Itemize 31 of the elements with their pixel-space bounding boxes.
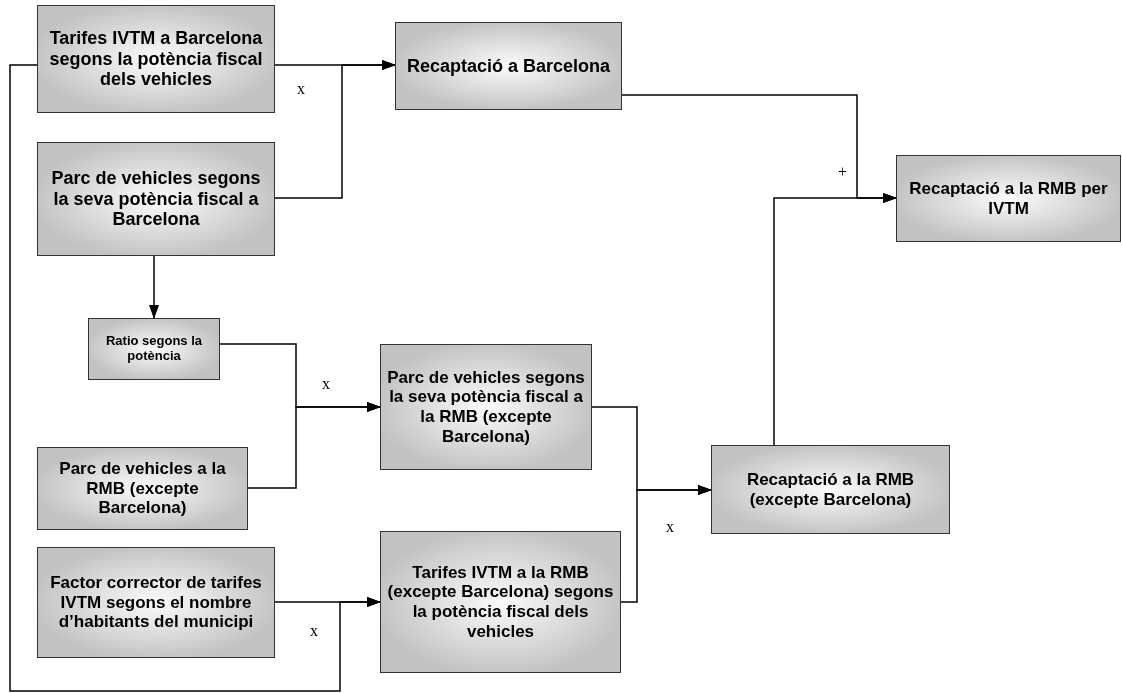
box-text: Ratio segons la potència (104, 334, 204, 364)
box-text: Parc de vehicles segons la seva potència fiscal a la RMB (excepte Barcelona) (386, 367, 586, 447)
box-text: Recaptació a la RMB (excepte Barcelona) (745, 469, 916, 510)
process-box (37, 5, 275, 113)
box-text: Tarifes IVTM a la RMB (excepte Barcelona) segons la potència fiscal dels vehicles (386, 562, 615, 642)
arrow (620, 485, 712, 603)
process-box (395, 22, 622, 110)
operator-label: x (322, 375, 330, 393)
box-text: Parc de vehicles a la RMB (excepte Barcelona) (58, 459, 227, 518)
arrow (274, 60, 396, 199)
arrow (773, 193, 897, 446)
operator-label: x (310, 622, 318, 640)
process-box (37, 142, 275, 256)
operator-label: x (666, 518, 674, 536)
box-text: Factor corrector de tarifes IVTM segons el nombre d’habitants del municipi (49, 573, 263, 632)
operator-label: x (297, 80, 305, 98)
process-box (896, 155, 1121, 242)
arrow (247, 402, 381, 489)
arrow (149, 255, 159, 319)
process-box (380, 531, 621, 673)
process-box (37, 447, 248, 530)
box-text: Tarifes IVTM a Barcelona segons la potència fiscal dels vehicles (48, 27, 264, 91)
process-box (37, 547, 275, 658)
process-box (88, 318, 220, 380)
box-text: Parc de vehicles segons la seva potència fiscal a Barcelona (50, 167, 262, 231)
operator-label: + (838, 163, 848, 181)
process-box (380, 344, 592, 470)
arrow (9, 64, 381, 692)
box-text: Recaptació a Barcelona (406, 55, 611, 77)
box-text: Recaptació a la RMB per IVTM (908, 178, 1109, 219)
process-box (711, 445, 950, 534)
